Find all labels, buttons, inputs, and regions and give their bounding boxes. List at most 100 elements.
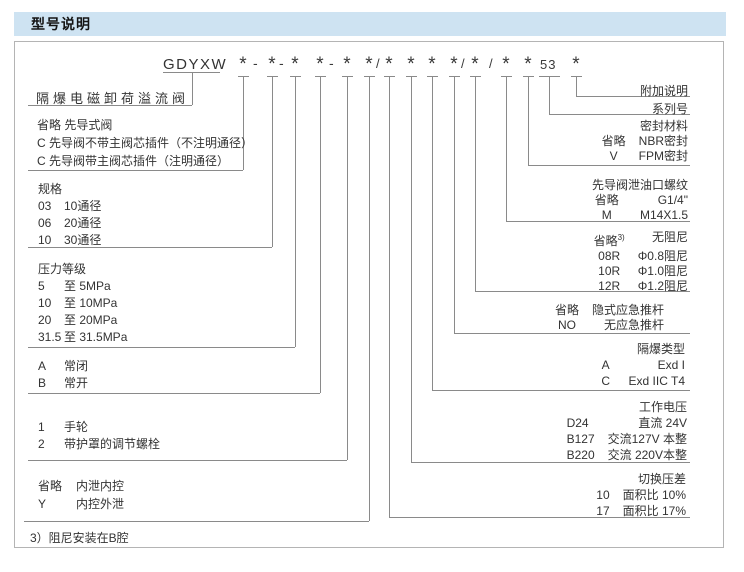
footnote: 3）阻尼安装在B腔 — [30, 531, 129, 545]
damping-code: 12R — [598, 279, 621, 293]
code-dash-3: - — [329, 55, 334, 71]
connector-line — [506, 221, 690, 222]
connector-line — [389, 517, 690, 518]
diff-code: 17 — [596, 504, 610, 518]
voltage-code: B127 — [566, 432, 595, 446]
pressure-desc: 至 31.5MPa — [64, 330, 128, 344]
connector-line — [384, 76, 395, 77]
voltage-code: B220 — [566, 448, 595, 462]
damping-code: 08R — [598, 249, 621, 263]
code-star-1: * — [239, 54, 247, 75]
connector-line — [290, 76, 301, 77]
drain-row: 省略内泄内控 — [38, 477, 124, 495]
connector-line — [267, 76, 278, 77]
pushrod-code: 省略 — [554, 303, 579, 317]
connector-line — [389, 77, 390, 517]
seal-code: 省略 — [601, 134, 626, 148]
drain-desc: 内泄内控 — [76, 479, 125, 493]
code-star-4: * — [316, 54, 324, 75]
extra-note-label: 附加说明 — [639, 84, 688, 98]
code-slash-3: / — [489, 56, 493, 71]
pilot-option-default: 省略 先导式阀 — [37, 118, 113, 132]
thread-title: 先导阀泄油口螺纹 — [591, 178, 688, 192]
code-series-digits: 53 — [540, 57, 557, 72]
connector-line — [475, 291, 690, 292]
pushrod-code: NO — [557, 318, 576, 332]
drain-row: Y 内控外泄 — [38, 495, 124, 513]
pushrod-block: 省略隐式应急推杆 NO 无应急推杆 — [555, 303, 664, 333]
damping-code-text: 省略 — [593, 234, 618, 248]
connector-line — [576, 77, 577, 96]
pressure-code: 5 — [38, 279, 45, 293]
connector-line — [238, 76, 249, 77]
state-code: A — [38, 359, 47, 373]
connector-line — [576, 96, 690, 97]
seal-code: V — [609, 149, 618, 163]
connector-line — [523, 76, 534, 77]
code-star-7: * — [385, 54, 393, 75]
pushrod-desc: 无应急推杆 — [603, 318, 664, 332]
pressure-code: 20 — [38, 313, 52, 327]
connector-line — [528, 77, 529, 165]
code-dash-1: - — [253, 55, 258, 71]
adjust-desc: 手轮 — [64, 420, 89, 434]
connector-line — [28, 460, 347, 461]
exproof-code: C — [601, 374, 610, 388]
pushrod-desc: 隐式应急推杆 — [591, 303, 664, 317]
size-code: 06 — [38, 216, 52, 230]
voltage-desc: 交流127V 本整 — [607, 432, 687, 446]
connector-line — [549, 77, 550, 114]
voltage-title: 工作电压 — [638, 400, 687, 414]
code-dash-2: - — [279, 55, 284, 71]
code-slash-2: / — [461, 56, 465, 71]
pressure-code: 31.5 — [38, 330, 62, 344]
diff-desc: 面积比 10% — [622, 488, 686, 502]
pilot-option-c2: C 先导阀带主阀芯插件（注明通径） — [37, 154, 230, 168]
valve-name: 隔爆电磁卸荷溢流阀 — [36, 91, 190, 106]
connector-line — [427, 76, 438, 77]
code-star-9: * — [428, 54, 436, 75]
connector-line — [192, 72, 193, 105]
exproof-title: 隔爆类型 — [636, 342, 685, 356]
drain-desc: 内控外泄 — [76, 497, 125, 511]
size-code: 03 — [38, 199, 52, 213]
connector-line — [470, 76, 481, 77]
connector-line — [449, 76, 460, 77]
connector-line — [454, 77, 455, 333]
thread-desc: G1/4" — [657, 193, 688, 207]
connector-line — [342, 76, 353, 77]
pilot-valve-block: 省略 先导式阀 C 先导阀不带主阀芯插件（不注明通径） C 先导阀带主阀芯插件（… — [37, 116, 253, 170]
code-star-13: * — [524, 54, 532, 75]
pressure-code: 10 — [38, 296, 52, 310]
damping-desc: Φ1.2阻尼 — [637, 279, 688, 293]
damping-code: 省略3) — [594, 230, 625, 249]
connector-line — [406, 76, 417, 77]
exproof-code: A — [601, 358, 610, 372]
section-title: 型号说明 — [31, 16, 91, 32]
voltage-desc: 交流 220V本整 — [607, 448, 687, 462]
pressure-title: 压力等级 — [38, 262, 87, 276]
diff-title: 切换压差 — [637, 472, 686, 486]
code-star-3: * — [291, 54, 299, 75]
connector-line — [549, 114, 690, 115]
pressure-desc: 至 5MPa — [64, 279, 111, 293]
code-star-2: * — [268, 54, 276, 75]
size-desc: 10通径 — [64, 199, 102, 213]
connector-line — [454, 333, 690, 334]
thread-desc: M14X1.5 — [639, 208, 688, 222]
connector-line — [475, 77, 476, 291]
connector-line — [24, 521, 369, 522]
connector-line — [320, 77, 321, 393]
drain-code: Y — [38, 497, 47, 511]
connector-line — [501, 76, 512, 77]
state-desc: 常闭 — [64, 359, 89, 373]
